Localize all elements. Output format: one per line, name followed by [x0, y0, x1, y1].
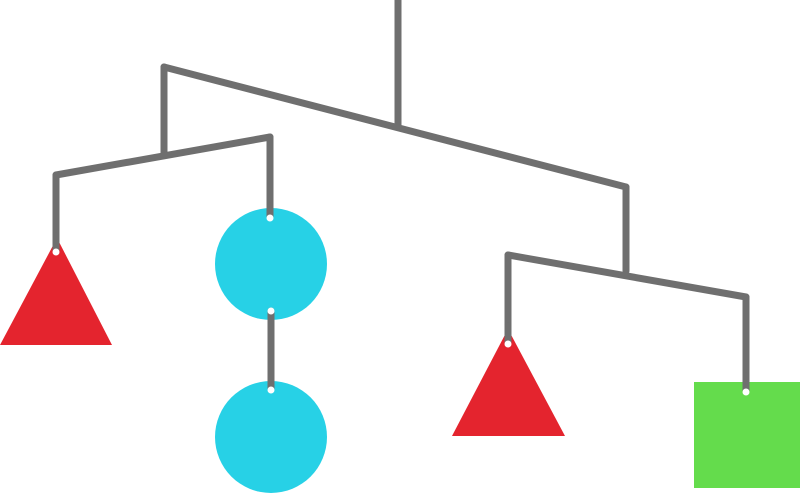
- left-beam: [52, 133, 274, 179]
- right-beam: [504, 251, 750, 301]
- right-triangle: [452, 329, 565, 436]
- left-triangle: [0, 238, 112, 345]
- right-triangle-hook-icon: [504, 340, 512, 348]
- lower-circle-hook-icon: [267, 386, 275, 394]
- upper-circle: [215, 208, 327, 320]
- square-hook-icon: [742, 388, 750, 396]
- left-triangle-hook-icon: [52, 248, 60, 256]
- lower-circle: [215, 381, 327, 493]
- upper-circle-hook-icon: [266, 214, 274, 222]
- upper-circle-bottom-hook-icon: [267, 307, 275, 315]
- green-square: [694, 382, 800, 488]
- main-beam: [160, 63, 630, 191]
